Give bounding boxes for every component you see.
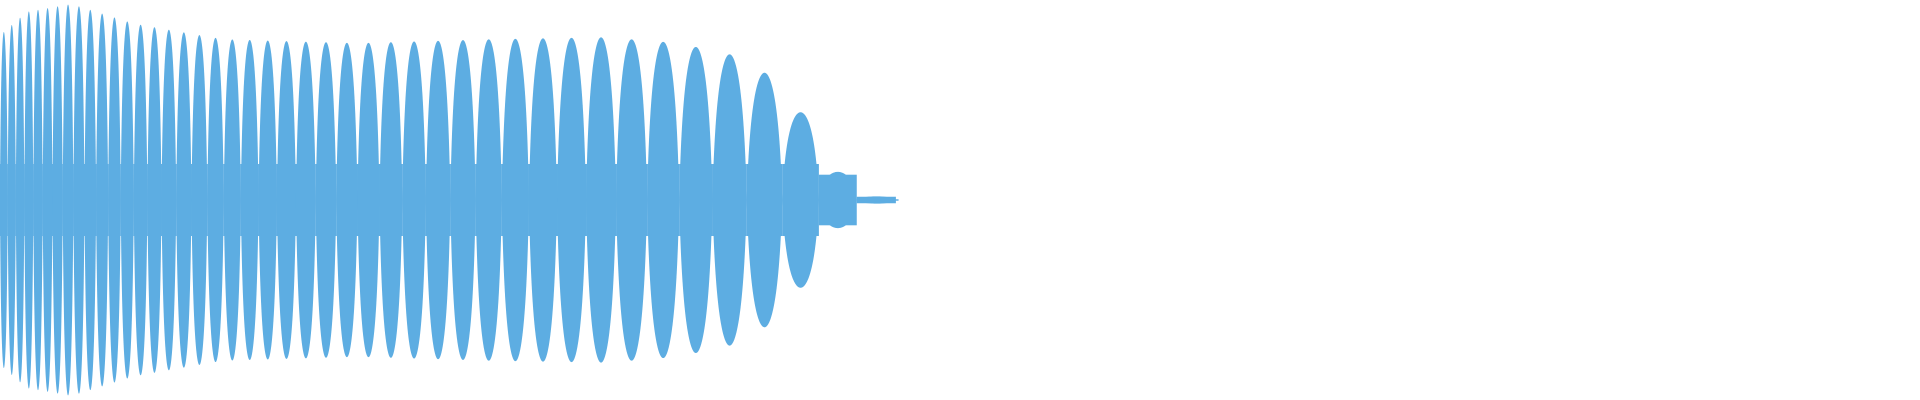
- waveform-core: [586, 164, 617, 236]
- waveform-core: [616, 164, 648, 236]
- waveform-core: [161, 164, 177, 236]
- waveform-core: [42, 164, 53, 236]
- waveform-core: [557, 164, 587, 236]
- waveform-core: [84, 164, 97, 236]
- waveform-core: [402, 164, 426, 236]
- waveform-core: [7, 164, 16, 236]
- waveform-core: [108, 164, 121, 236]
- waveform-core: [0, 164, 8, 236]
- waveform-core: [240, 164, 259, 236]
- waveform-core: [24, 164, 34, 236]
- waveform-core: [258, 164, 277, 236]
- waveform-core: [647, 164, 680, 236]
- waveform-core: [295, 164, 316, 236]
- waveform-core: [33, 164, 43, 236]
- waveform-core: [207, 164, 224, 236]
- waveform-core: [315, 164, 337, 236]
- waveform-core: [276, 164, 296, 236]
- waveform-core: [120, 164, 134, 236]
- waveform-core: [191, 164, 208, 236]
- waveform-core: [475, 164, 502, 236]
- waveform-core: [52, 164, 63, 236]
- waveform-core: [379, 164, 403, 236]
- waveform-core: [528, 164, 558, 236]
- waveform-core: [425, 164, 451, 236]
- waveform-core: [782, 164, 819, 236]
- waveform-core: [357, 164, 380, 236]
- waveform-core: [679, 164, 713, 236]
- waveform-core: [15, 164, 25, 236]
- waveform-core: [336, 164, 358, 236]
- waveform-core: [133, 164, 148, 236]
- waveform-core: [818, 174, 857, 226]
- waveform-core: [176, 164, 192, 236]
- waveform-core: [147, 164, 162, 236]
- waveform-core: [746, 164, 783, 236]
- waveform-core: [856, 196, 896, 204]
- waveform-core: [450, 164, 476, 236]
- waveform-core: [62, 164, 74, 236]
- waveform-core: [223, 164, 241, 236]
- waveform-core: [712, 164, 747, 236]
- waveform-lobes: [0, 4, 896, 396]
- waveform-core: [73, 164, 85, 236]
- waveform-core: [96, 164, 109, 236]
- waveform-core: [501, 164, 529, 236]
